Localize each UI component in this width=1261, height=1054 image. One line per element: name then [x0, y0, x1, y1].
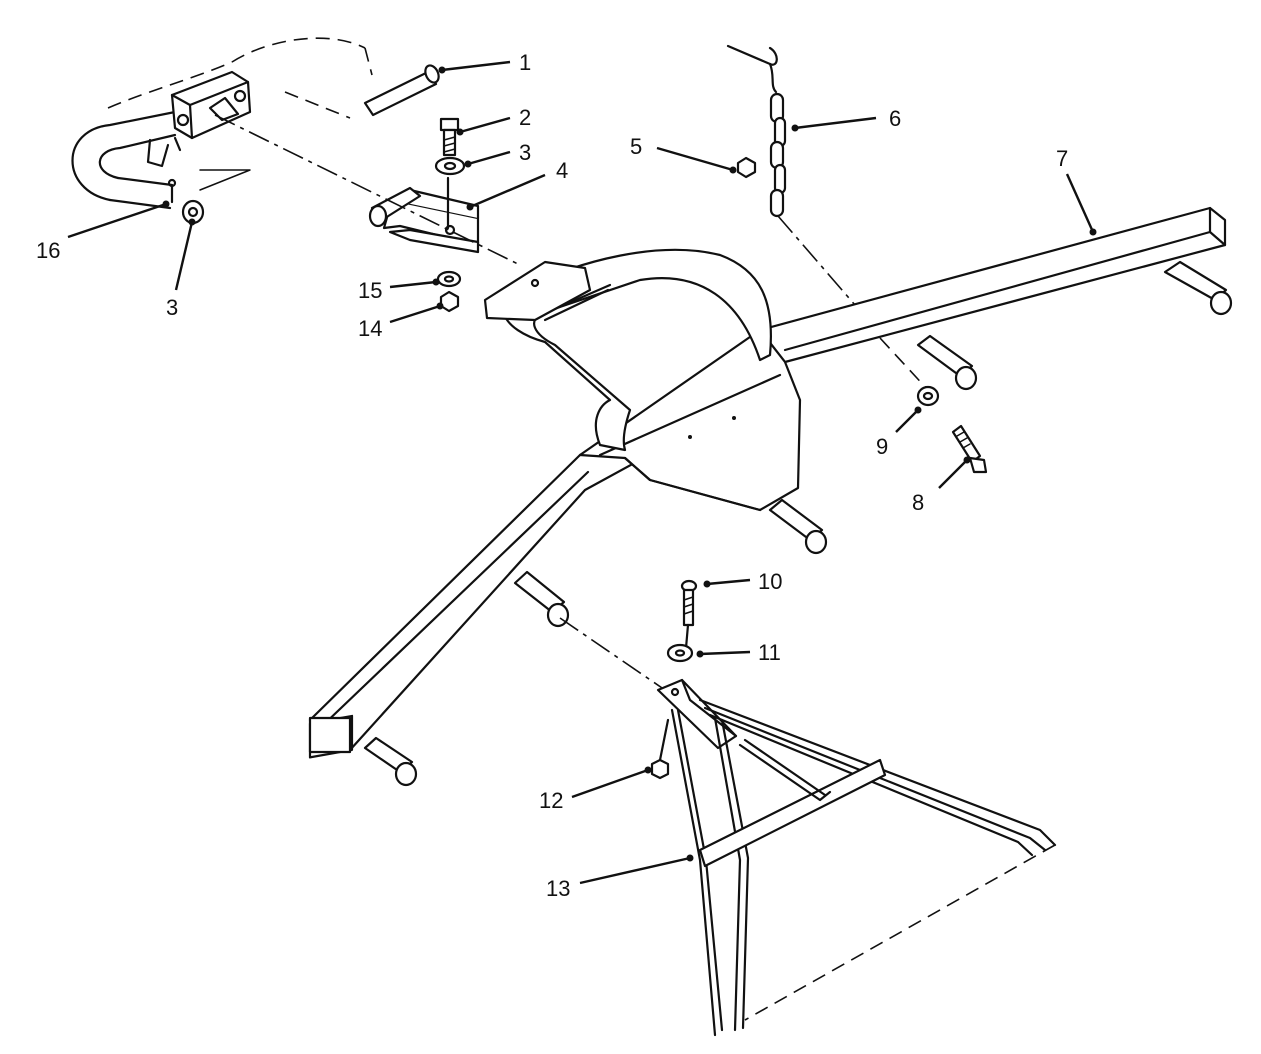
callout-5: 5	[630, 134, 642, 159]
part-14-nut	[439, 290, 460, 313]
callout-9: 9	[876, 434, 888, 459]
callout-6: 6	[889, 106, 901, 131]
callout-leaders	[67, 60, 1097, 885]
part-6-chain	[726, 44, 787, 218]
callout-3: 3	[519, 140, 531, 165]
callout-11: 11	[758, 640, 781, 665]
part-9-washer	[916, 385, 940, 407]
part-11-washer	[666, 643, 694, 663]
callout-12: 12	[539, 788, 563, 813]
callout-labels: 1 2 3 4 5 6 7 8 9 10 11 12 13 14 15 16 3	[36, 50, 1068, 901]
callout-2: 2	[519, 105, 531, 130]
part-10-bolt	[680, 579, 698, 650]
callout-14: 14	[358, 316, 382, 341]
callout-10: 10	[758, 569, 782, 594]
callout-8: 8	[912, 490, 924, 515]
callout-3-lower: 3	[166, 295, 178, 320]
part-2-bolt	[439, 117, 460, 157]
part-7-main-frame	[308, 206, 1233, 787]
part-3-washer-upper	[434, 156, 466, 176]
part-16-cotter-pin	[167, 178, 177, 204]
callout-15: 15	[358, 278, 382, 303]
callout-1: 1	[519, 50, 531, 75]
callout-4: 4	[556, 158, 568, 183]
hitch-handle-assembly	[71, 37, 373, 210]
part-4-clevis-plate	[368, 176, 480, 254]
part-5-washer	[736, 156, 757, 179]
callout-13: 13	[546, 876, 570, 901]
callout-16: 16	[36, 238, 60, 263]
callout-7: 7	[1056, 146, 1068, 171]
part-13-drawbar	[656, 678, 1057, 1037]
part-1-pin	[363, 64, 440, 117]
part-15-lock-washer	[436, 270, 462, 288]
part-8-bolt	[951, 424, 988, 474]
part-12-nut	[650, 718, 670, 780]
